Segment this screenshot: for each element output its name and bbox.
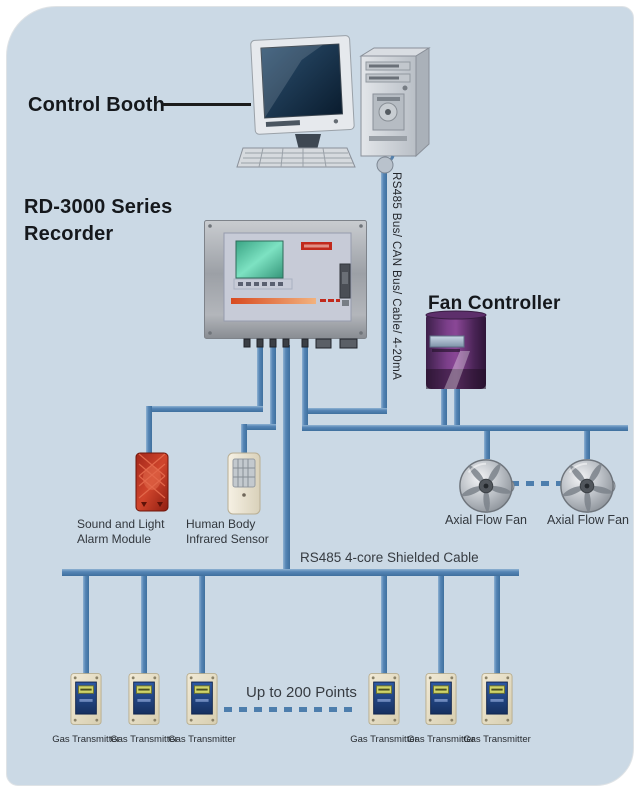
cable-field-bus <box>62 569 519 576</box>
gas-transmitter-device-1 <box>70 672 102 726</box>
cable-fan-controller-2 <box>454 389 460 425</box>
cable-sensor-run <box>241 424 276 430</box>
axial-fan-left-label: Axial Flow Fan <box>445 513 527 527</box>
gas-transmitter-device-2 <box>128 672 160 726</box>
control-booth-label: Control Booth <box>28 94 166 116</box>
transmitter-chain-dashed-line <box>224 707 354 712</box>
gas-transmitter-device-3 <box>186 672 218 726</box>
cable-tx3-drop <box>199 576 205 676</box>
alarm-module-device-illustration <box>135 452 169 512</box>
fan-chain-dashed-line <box>511 481 565 486</box>
axial-fan-right-illustration <box>558 457 616 515</box>
recorder-screen <box>235 240 284 279</box>
gas-transmitter-label-2: Gas Transmitter <box>110 734 178 745</box>
gas-transmitter-device-6 <box>481 672 513 726</box>
computer-monitor-icon <box>250 35 355 135</box>
infrared-sensor-device-illustration <box>227 452 261 515</box>
recorder-bottom-connectors <box>243 338 358 349</box>
cable-sensor-drop <box>241 424 247 454</box>
control-booth-pointer-line <box>163 103 251 106</box>
cable-trunk-to-recorder <box>302 408 387 414</box>
cable-recorder-right-drop <box>302 345 308 431</box>
cable-main-drop <box>283 345 290 576</box>
cable-computer-trunk <box>381 164 387 414</box>
recorder-label-line1: RD-3000 Series <box>24 196 173 218</box>
cable-fan-branch <box>302 425 628 431</box>
control-booth-computer-illustration <box>233 26 443 174</box>
computer-mouse-icon <box>376 156 394 174</box>
fan-controller-device-illustration <box>424 309 488 393</box>
field-bus-label: RS485 4-core Shielded Cable <box>300 550 479 565</box>
recorder-label-line2: Recorder <box>24 223 114 245</box>
fan-controller-display <box>429 335 465 348</box>
fan-controller-label: Fan Controller <box>428 293 561 314</box>
cable-tx1-drop <box>83 576 89 676</box>
gas-transmitter-label-6: Gas Transmitter <box>463 734 531 745</box>
cable-tx5-drop <box>438 576 444 676</box>
gas-transmitter-device-4 <box>368 672 400 726</box>
cable-tx6-drop <box>494 576 500 676</box>
cable-tx4-drop <box>381 576 387 676</box>
gas-transmitter-label-1: Gas Transmitter <box>52 734 120 745</box>
cable-fan-controller-1 <box>441 389 447 425</box>
cable-tx2-drop <box>141 576 147 676</box>
axial-fan-left-illustration <box>457 457 515 515</box>
cable-fan-right-drop <box>584 431 590 459</box>
computer-tower-icon <box>359 47 431 158</box>
cable-alarm-run <box>146 406 263 412</box>
trunk-cable-label: RS485 Bus/ CAN Bus/ Cable/ 4-20mA <box>390 172 402 381</box>
cable-fan-left-drop <box>484 431 490 459</box>
expansion-note-label: Up to 200 Points <box>246 684 357 701</box>
computer-keyboard-icon <box>236 147 356 168</box>
gas-transmitter-label-4: Gas Transmitter <box>350 734 418 745</box>
cable-sensor-riser <box>270 345 276 430</box>
gas-transmitter-device-5 <box>425 672 457 726</box>
gas-transmitter-label-5: Gas Transmitter <box>407 734 475 745</box>
axial-fan-right-label: Axial Flow Fan <box>547 513 629 527</box>
gas-transmitter-label-3: Gas Transmitter <box>168 734 236 745</box>
cable-alarm-riser <box>257 345 263 412</box>
cable-alarm-drop <box>146 406 152 454</box>
recorder-device-illustration <box>204 220 367 350</box>
